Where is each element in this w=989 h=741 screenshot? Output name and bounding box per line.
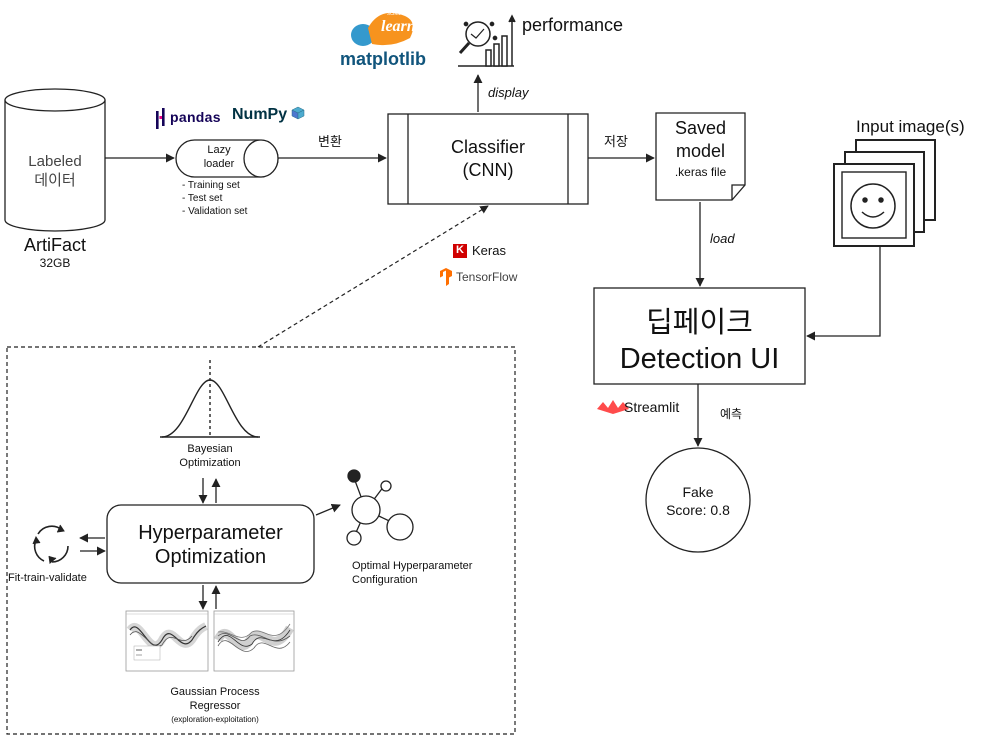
database-cylinder: [4, 88, 106, 232]
saved-model-line2: model: [675, 141, 726, 161]
hpo-arrows: [79, 478, 341, 610]
loader-label-line1: Lazy: [207, 144, 231, 156]
saved-model-line1: Saved: [674, 118, 727, 138]
gpr-label-line3: (exploration-exploitation): [171, 715, 259, 724]
keras-k-letter: K: [456, 244, 464, 256]
edge-label-display: display: [488, 85, 529, 100]
dataset-size: 32GB: [39, 256, 71, 270]
loader-label-line2: loader: [203, 158, 235, 170]
streamlit-logo-icon: [597, 400, 629, 414]
datastore-label-line1: Labeled: [28, 153, 82, 170]
numpy-cube-icon: [291, 106, 305, 120]
hpo-title-line1: Hyperparameter: [138, 522, 283, 544]
bell-curve-icon: [160, 360, 260, 438]
edge-label-save: 저장: [604, 134, 628, 149]
lazy-loader-capsule: [175, 139, 279, 178]
keras-logo-text: Keras: [472, 243, 506, 258]
matplotlib-logo-text: matplotlib: [340, 49, 426, 69]
optimal-config-line1: Optimal Hyperparameter: [352, 560, 473, 572]
classifier-title: Classifier: [450, 137, 525, 157]
dashed-link-arrow: [257, 205, 489, 348]
bayesian-label-line1: Bayesian: [187, 443, 233, 455]
tensorflow-logo-icon: [440, 268, 452, 286]
hpo-title-line2: Optimization: [154, 546, 267, 568]
saved-model-line3: .keras file: [674, 165, 727, 179]
optimal-config-line2: Configuration: [352, 574, 418, 586]
dataset-name: ArtiFact: [23, 235, 86, 255]
pandas-logo-text: pandas: [170, 109, 221, 125]
refresh-cycle-icon: [32, 524, 69, 564]
score-value: Score: 0.8: [666, 502, 730, 518]
performance-chart-icon: [458, 14, 516, 67]
classifier-subtitle: (CNN): [462, 160, 514, 180]
fit-train-validate-label: Fit-train-validate: [8, 572, 87, 584]
keras-logo-icon: [453, 244, 467, 258]
flow-arrows: [105, 74, 881, 447]
edge-label-predict: 예측: [720, 407, 743, 421]
split-test: - Test set: [182, 193, 223, 204]
gp-plot-right: [213, 610, 295, 672]
sklearn-logo-text: learn: [381, 18, 416, 35]
detection-ui-box: [593, 287, 806, 385]
split-training: - Training set: [182, 180, 240, 191]
numpy-logo-text: NumPy: [232, 106, 288, 123]
edge-label-load: load: [710, 231, 735, 246]
tensorflow-logo-text: TensorFlow: [456, 270, 518, 284]
saved-model-document: [655, 112, 746, 201]
detection-ui-title: 딥페이크: [646, 307, 753, 339]
edge-label-transform: 변환: [318, 134, 342, 149]
detection-ui-subtitle: Detection UI: [619, 343, 780, 375]
split-validation: - Validation set: [182, 206, 248, 217]
streamlit-logo-text: Streamlit: [624, 399, 680, 415]
sklearn-logo-icon: [351, 12, 414, 46]
hpo-box: [106, 504, 315, 584]
gpr-label-line1: Gaussian Process: [170, 686, 260, 698]
score-circle: [645, 447, 751, 553]
input-images-label: Input image(s): [856, 117, 965, 136]
smiley-face-icon: [850, 183, 896, 229]
sklearn-logo-scikit: scikit: [387, 11, 401, 17]
input-image-stack: [833, 139, 936, 247]
performance-label: performance: [522, 15, 624, 35]
gpr-label-line2: Regressor: [189, 700, 241, 712]
classifier-box: [387, 113, 589, 205]
bayesian-label-line2: Optimization: [179, 457, 241, 469]
gp-plot-left: [125, 610, 209, 672]
datastore-label-line2: 데이터: [34, 172, 76, 189]
hpo-panel-border: [6, 346, 516, 735]
pandas-logo-icon: [156, 108, 165, 129]
network-graph-icon: [346, 469, 414, 546]
score-label: Fake: [682, 484, 714, 500]
